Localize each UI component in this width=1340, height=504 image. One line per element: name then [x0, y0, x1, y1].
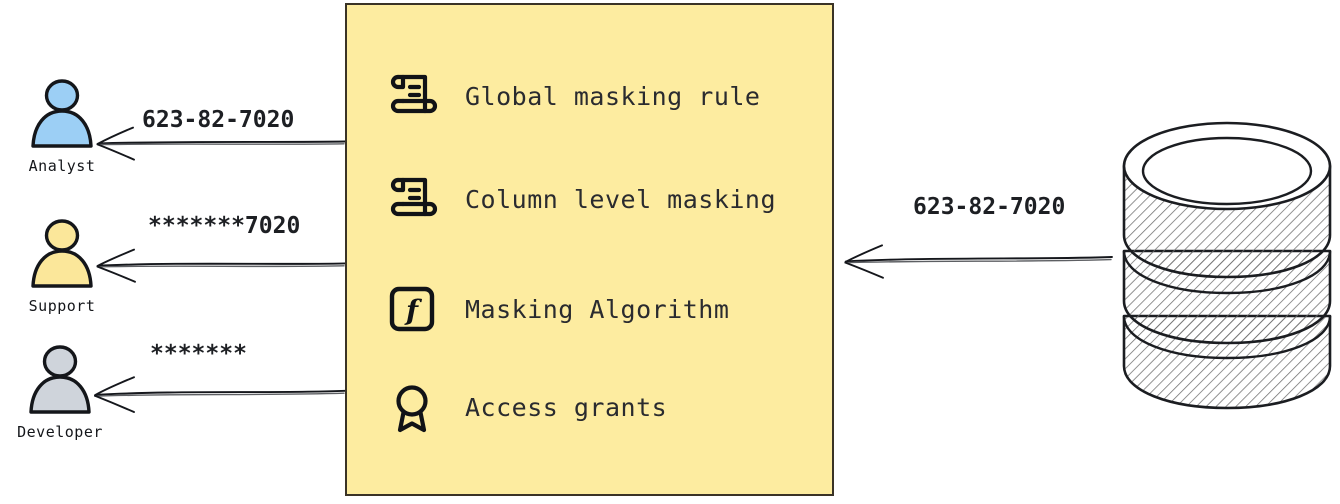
arrow-to-developer [94, 376, 346, 413]
support-label: Support [28, 297, 96, 315]
analyst-value-label: 623-82-7020 [142, 107, 295, 133]
developer-person-icon [22, 344, 98, 422]
svg-text:f: f [404, 294, 423, 327]
policy-item-label: Global masking rule [465, 81, 761, 111]
support-person-icon [24, 218, 100, 296]
function-icon: f [385, 282, 439, 336]
developer-value-label: ******* [150, 341, 247, 367]
policy-item-label: Column level masking [465, 184, 777, 214]
arrow-to-support [96, 248, 346, 283]
developer-label: Developer [17, 423, 103, 441]
analyst-label: Analyst [28, 157, 96, 175]
policy-item-global-masking-rule[interactable]: Global masking rule [385, 68, 760, 124]
policy-item-label: Masking Algorithm [465, 294, 730, 324]
actor-support[interactable]: Support [2, 218, 122, 315]
database-value-label: 623-82-7020 [913, 194, 1066, 220]
award-icon [385, 380, 439, 434]
scroll-icon [385, 172, 439, 226]
policy-item-access-grants[interactable]: Access grants [385, 379, 667, 435]
support-value-label: *******7020 [148, 213, 301, 239]
arrow-db-to-panel [844, 244, 1113, 279]
analyst-person-icon [24, 78, 100, 156]
database-cylinder-icon [1118, 118, 1336, 410]
arrow-to-analyst [96, 126, 346, 161]
policy-item-masking-algorithm[interactable]: f Masking Algorithm [385, 281, 729, 337]
scroll-icon [385, 69, 439, 123]
actor-analyst[interactable]: Analyst [2, 78, 122, 175]
actor-developer[interactable]: Developer [0, 344, 120, 441]
policy-panel: Global masking rule Column level masking… [345, 3, 834, 496]
policy-item-column-level-masking[interactable]: Column level masking [385, 171, 776, 227]
policy-item-label: Access grants [465, 392, 668, 422]
